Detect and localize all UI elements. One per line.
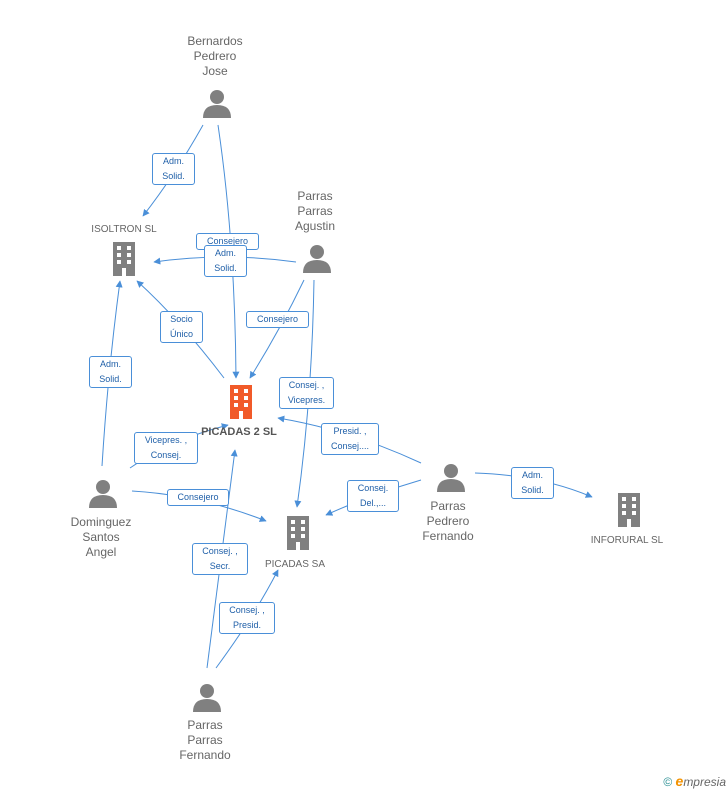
person-icon [203,90,231,118]
copyright-icon: © [663,775,673,789]
node-label: Parras Parras Agustin [294,189,336,233]
node-label: Parras Pedrero Fernando [422,499,474,543]
building-icon [287,516,309,550]
node-inforural[interactable] [614,493,644,532]
edge-label[interactable]: Consej. , Presid. [219,602,275,634]
person-icon [89,480,117,508]
node-bernardos[interactable] [202,89,232,124]
node-label: Parras Parras Fernando [179,718,231,762]
person-icon [437,464,465,492]
building-icon [618,493,640,527]
empresia-watermark: © empresia [663,773,726,789]
node-picadas-2-sl[interactable] [226,385,256,424]
person-icon [193,684,221,712]
node-parras-fernando[interactable] [192,683,222,718]
node-label: Bernardos Pedrero Jose [187,34,243,78]
node-label-main: PICADAS 2 SL [201,426,277,438]
edge-label[interactable]: Consej. , Secr. [192,543,248,575]
edge-label[interactable]: Adm. Solid. [152,153,195,185]
edge-label[interactable]: Consej. Del.,... [347,480,399,512]
node-isoltron[interactable] [109,242,139,281]
person-icon [303,245,331,273]
building-icon [230,385,252,419]
edge-line [249,279,305,379]
edge-label[interactable]: Adm. Solid. [511,467,554,499]
edge-label[interactable]: Consej. , Vicepres. [279,377,334,409]
node-label: ISOLTRON SL [91,224,157,235]
node-label: INFORURAL SL [590,535,664,546]
node-label: Dominguez Santos Angel [70,515,132,559]
edge-label[interactable]: Consejero [246,311,309,328]
edge-label[interactable]: Adm. Solid. [89,356,132,388]
edge-label[interactable]: Vicepres. , Consej. [134,432,198,464]
node-label: PICADAS SA [264,559,326,570]
node-dominguez[interactable] [88,479,118,514]
edge-label[interactable]: Presid. , Consej.... [321,423,379,455]
edge-label[interactable]: Socio Único [160,311,203,343]
brand-initial: e [675,773,684,789]
brand-name: mpresia [683,775,726,789]
edge-label[interactable]: Consejero [167,489,229,506]
node-parras-pedrero-fernando[interactable] [436,463,466,498]
edge-label[interactable]: Adm. Solid. [204,245,247,277]
node-picadas-sa[interactable] [283,516,313,555]
building-icon [113,242,135,276]
node-parras-agustin[interactable] [302,244,332,279]
